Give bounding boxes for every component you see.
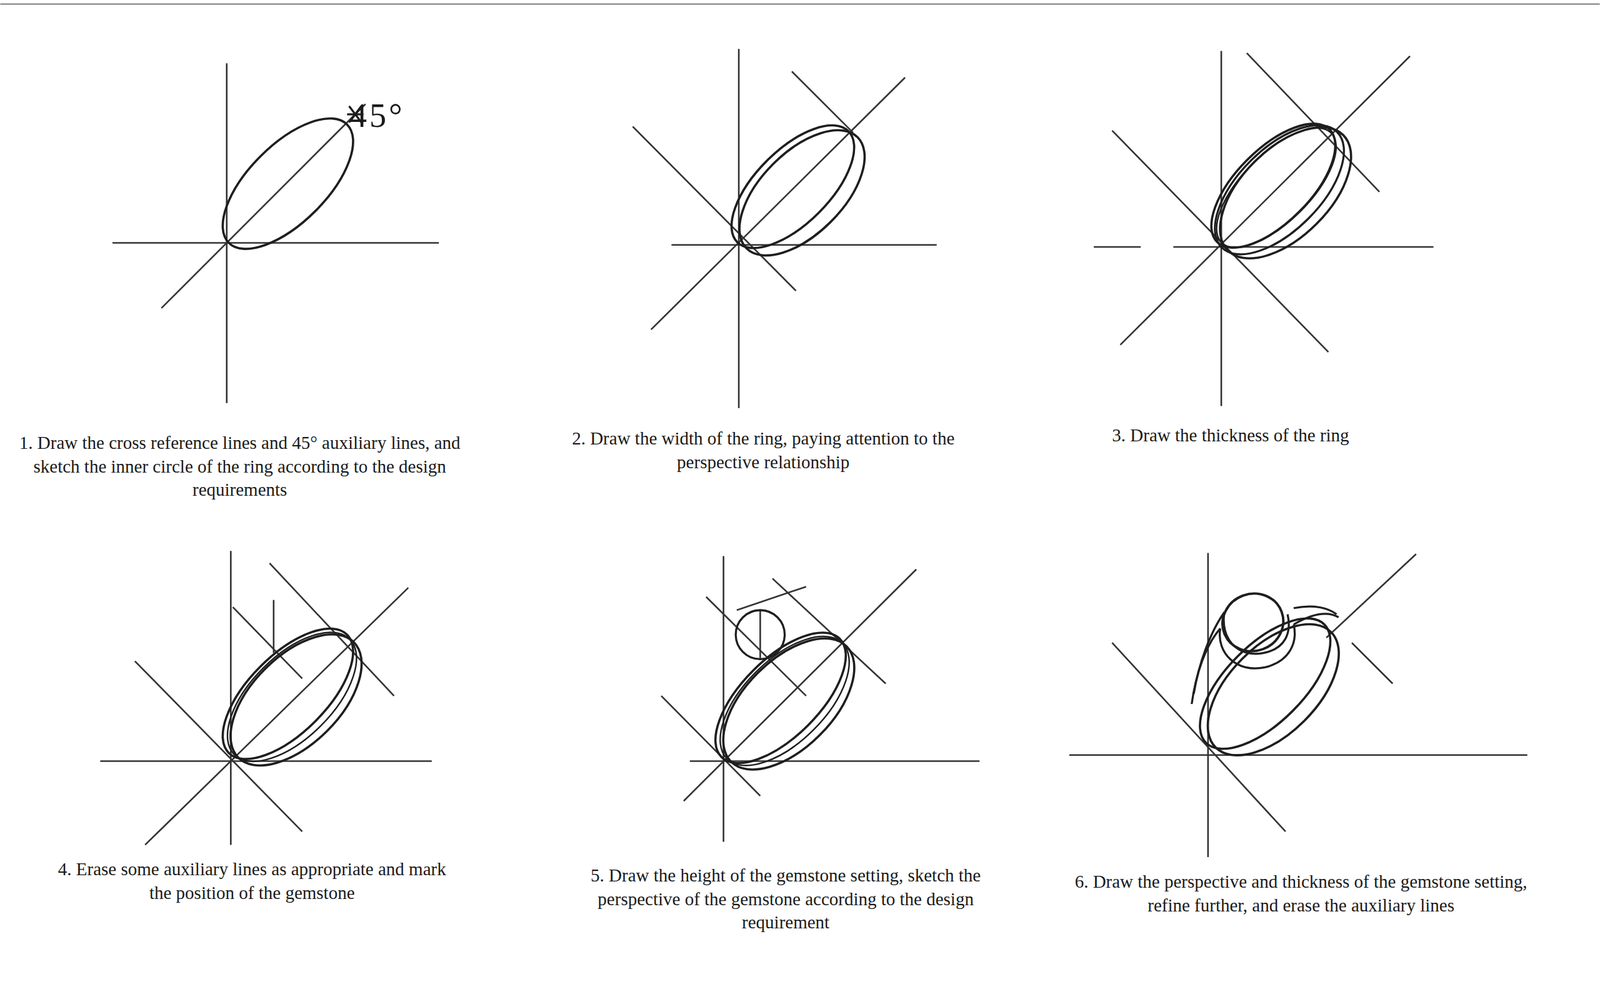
auxiliary-line — [100, 760, 432, 762]
auxiliary-line — [759, 610, 762, 659]
ring-ellipse — [207, 611, 385, 789]
setting-stroke — [1220, 624, 1295, 669]
ring-ellipse — [700, 615, 878, 793]
ring-ellipse — [735, 610, 785, 659]
auxiliary-line — [791, 71, 854, 133]
auxiliary-line — [1351, 642, 1393, 684]
auxiliary-line — [112, 241, 439, 244]
auxiliary-line — [736, 586, 807, 610]
auxiliary-line — [1207, 553, 1210, 857]
auxiliary-line — [135, 661, 303, 832]
setting-stroke — [1293, 606, 1337, 614]
auxiliary-line — [1069, 753, 1528, 756]
setting-stroke — [1293, 613, 1339, 625]
ring-ellipse — [1184, 600, 1362, 779]
auxiliary-line — [1120, 56, 1410, 345]
ring-ellipse — [1197, 109, 1355, 267]
step-caption: 2. Draw the width of the ring, paying at… — [556, 426, 970, 474]
auxiliary-line — [772, 578, 886, 684]
ring-ellipse — [711, 105, 875, 269]
step-caption: 6. Draw the perspective and thickness of… — [1057, 870, 1545, 917]
ring-ellipse — [694, 611, 868, 785]
auxiliary-line — [661, 695, 760, 796]
ring-ellipse — [205, 610, 379, 784]
ring-ellipse — [1178, 596, 1352, 770]
ring-ellipse — [201, 96, 375, 270]
auxiliary-line — [683, 569, 917, 801]
gem-setting — [346, 106, 1339, 704]
auxiliary-line — [230, 550, 232, 845]
angle-label: 45° — [350, 93, 405, 138]
setting-stroke — [1191, 628, 1221, 704]
ring-ellipse — [1196, 104, 1375, 282]
auxiliary-line — [722, 556, 725, 842]
ring-ellipse — [1214, 585, 1292, 660]
auxiliary-line — [651, 77, 905, 330]
step-caption: 1. Draw the cross reference lines and 45… — [0, 431, 484, 502]
auxiliary-line — [1246, 53, 1380, 192]
step-caption: 3. Draw the thickness of the ring — [1024, 423, 1437, 448]
auxiliary-line — [225, 63, 228, 403]
setting-stroke — [1223, 611, 1289, 654]
auxiliary-line — [632, 126, 796, 291]
step-caption: 4. Erase some auxiliary lines as appropr… — [45, 857, 459, 905]
top-rule — [0, 3, 1600, 5]
step-caption: 5. Draw the height of the gemstone setti… — [579, 863, 992, 935]
auxiliary-line — [1093, 246, 1141, 249]
ring-ellipse — [717, 108, 887, 277]
auxiliary-lines — [100, 48, 1527, 857]
auxiliary-line — [161, 103, 365, 308]
auxiliary-line — [1173, 246, 1434, 249]
auxiliary-line — [1326, 553, 1417, 638]
ring-ellipse — [201, 606, 375, 780]
setting-stroke — [1193, 611, 1225, 694]
auxiliary-line — [273, 600, 275, 654]
